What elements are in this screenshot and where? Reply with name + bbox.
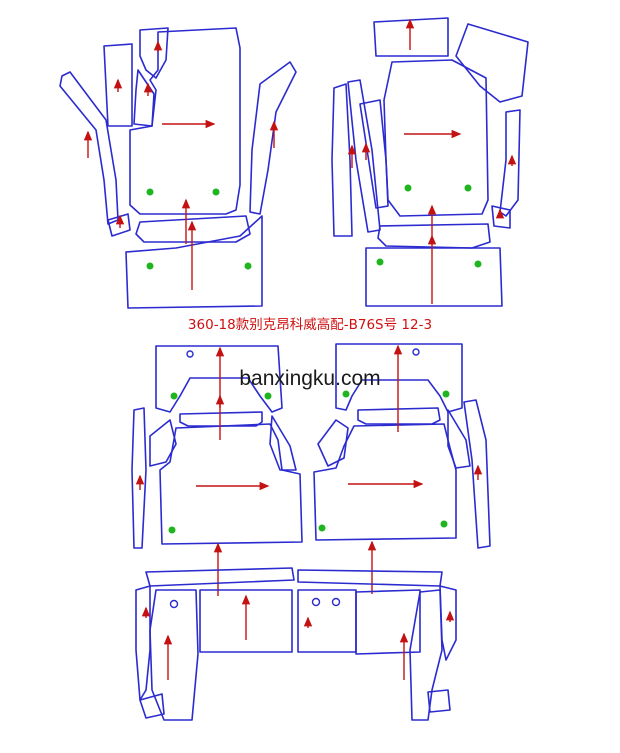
- front-right-corner-flap: [455, 23, 529, 103]
- second-right-top-mat: [335, 343, 463, 413]
- front-left-door-strip: [249, 61, 297, 215]
- front-right-side-strip-3: [359, 99, 389, 209]
- second-right-corner-piece: [317, 419, 349, 467]
- front-left-tab: [107, 213, 131, 237]
- front-right-door-strip: [499, 109, 521, 217]
- second-right-upper-strip: [357, 407, 441, 425]
- cargo-right-inner-panel: [355, 589, 421, 655]
- second-left-top-mat: [155, 345, 283, 413]
- cargo-right-edge-strip: [439, 585, 457, 661]
- second-left-main-mat: [159, 423, 303, 545]
- site-watermark: banxingku.com: [239, 367, 381, 390]
- front-right-side-strip-1: [331, 83, 353, 237]
- second-right-main-mat: [313, 423, 457, 541]
- second-left-side-strip: [131, 407, 147, 549]
- cargo-bottom-right-foot: [427, 689, 451, 713]
- cargo-left-center-panel: [199, 589, 293, 653]
- front-left-rear-mat: [125, 215, 263, 309]
- second-left-corner-piece: [149, 419, 177, 467]
- cargo-right-top-strip: [297, 569, 443, 587]
- cargo-left-outer-panel: [149, 589, 199, 721]
- front-left-heel-strip: [135, 215, 251, 243]
- front-right-top-block: [373, 17, 449, 57]
- front-left-small-flap-1: [103, 43, 133, 127]
- front-right-main-mat: [383, 59, 489, 217]
- cargo-bottom-left-foot: [139, 693, 165, 719]
- front-right-group: [331, 17, 529, 307]
- front-right-rear-mat: [365, 247, 503, 307]
- second-row-left-group: [131, 345, 303, 596]
- cargo-left-top-strip: [145, 567, 295, 587]
- second-right-right-corner: [447, 409, 471, 469]
- second-left-right-corner: [269, 415, 297, 471]
- pattern-caption: 360-18款别克昂科威高配-B76S号 12-3: [187, 317, 433, 333]
- cargo-left-edge-strip: [135, 585, 151, 701]
- second-row-right-group: [313, 343, 491, 594]
- cargo-right-outer-panel: [409, 589, 443, 721]
- cargo-right-center-panel: [297, 589, 357, 653]
- front-right-heel-strip: [377, 223, 491, 249]
- front-left-side-strip: [59, 71, 119, 225]
- cargo-group: [135, 567, 457, 721]
- second-right-side-strip: [463, 399, 491, 549]
- front-left-small-flap-2: [139, 27, 169, 79]
- second-left-upper-strip: [179, 411, 263, 427]
- front-left-group: [59, 27, 297, 309]
- front-left-main-mat: [129, 27, 241, 215]
